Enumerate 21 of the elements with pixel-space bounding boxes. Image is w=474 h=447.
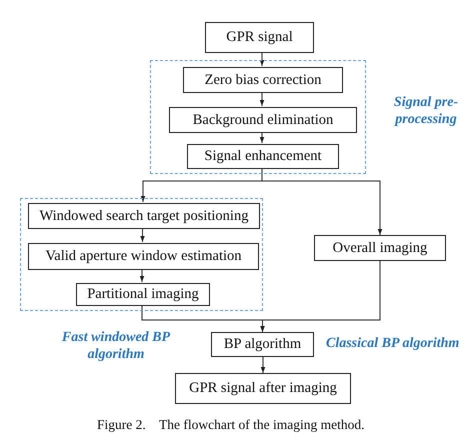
process-box: Valid aperture window estimation (28, 243, 259, 270)
process-box: Partitional imaging (76, 283, 210, 306)
arrow (260, 356, 266, 374)
group-title: Signal pre-processing (392, 94, 460, 128)
arrow (260, 52, 264, 66)
arrow (140, 228, 145, 242)
process-box: Background elimination (169, 107, 357, 133)
process-box: Windowed search target positioning (28, 203, 260, 229)
process-box: Zero bias correction (183, 67, 343, 93)
arrow (260, 92, 264, 106)
process-box: Overall imaging (314, 235, 446, 261)
process-box: BP algorithm (211, 332, 314, 357)
arrow (260, 132, 264, 144)
figure-caption: Figure 2. The flowchart of the imaging method. (97, 417, 364, 433)
process-box: Signal enhancement (187, 144, 339, 169)
arrow (260, 260, 380, 332)
arrow (140, 268, 144, 282)
branch-label: Classical BP algorithm (326, 336, 460, 352)
process-box: GPR signal after imaging (175, 373, 351, 404)
group-title: Fast windowed BP algorithm (61, 329, 171, 363)
process-box: GPR signal (205, 22, 314, 53)
